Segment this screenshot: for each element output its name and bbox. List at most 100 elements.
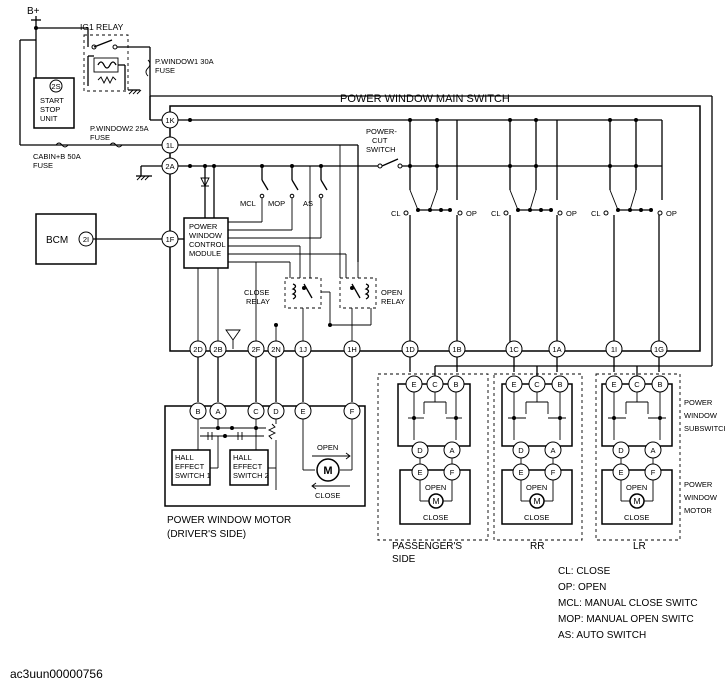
lr-assembly: E C B D A E F M OPEN CLOSE LR [595, 373, 681, 552]
svg-text:2F: 2F [252, 345, 261, 354]
rr-assembly: E C B D A E F M OPEN CLOSE RR [493, 373, 583, 552]
svg-text:HALL: HALL [233, 453, 252, 462]
svg-text:C: C [634, 380, 640, 389]
pwindow1-fuse-label: P.WINDOW1 30A [155, 57, 214, 66]
svg-text:A: A [449, 446, 454, 455]
svg-text:OPEN: OPEN [626, 483, 647, 492]
svg-text:E: E [511, 380, 516, 389]
driver-motor-m: M [323, 465, 332, 477]
start-stop-term: 2S [51, 82, 60, 91]
svg-text:1K: 1K [165, 116, 174, 125]
svg-text:POWER: POWER [684, 398, 713, 407]
svg-text:OPEN: OPEN [317, 443, 338, 452]
bcm-unit: BCM 2I [35, 213, 163, 265]
switch-group-passenger: CL OP [391, 120, 477, 342]
svg-text:HALL: HALL [175, 453, 194, 462]
svg-text:1J: 1J [299, 345, 307, 354]
svg-text:MOTOR: MOTOR [684, 506, 712, 515]
svg-text:CLOSE: CLOSE [423, 513, 448, 522]
rr-label: RR [530, 541, 544, 552]
svg-text:FUSE: FUSE [33, 161, 53, 170]
svg-text:E: E [411, 380, 416, 389]
ig1-relay-label: IG1 RELAY [80, 22, 124, 32]
svg-text:C: C [534, 380, 540, 389]
svg-text:A: A [550, 446, 555, 455]
svg-text:E: E [300, 407, 305, 416]
svg-text:E: E [611, 380, 616, 389]
svg-text:STOP: STOP [40, 105, 60, 114]
legend-line-2: OP: OPEN [558, 582, 606, 593]
svg-text:D: D [618, 446, 624, 455]
pwindow2-fuse-label: P.WINDOW2 25A [90, 124, 149, 133]
svg-text:F: F [350, 407, 355, 416]
power-window-control-module [183, 217, 229, 269]
svg-text:CUT: CUT [372, 136, 388, 145]
svg-text:C: C [432, 380, 438, 389]
svg-text:M: M [533, 496, 540, 506]
open-relay-label: OPEN [381, 288, 402, 297]
lower-wires [197, 357, 712, 402]
svg-text:C: C [253, 407, 259, 416]
legend-line-1: CL: CLOSE [558, 566, 611, 577]
svg-text:D: D [518, 446, 524, 455]
svg-text:OPEN: OPEN [526, 483, 547, 492]
svg-text:F: F [651, 468, 656, 477]
svg-text:D: D [417, 446, 423, 455]
close-relay-label: CLOSE [244, 288, 269, 297]
svg-text:1D: 1D [405, 345, 415, 354]
lr-label: LR [633, 541, 646, 552]
svg-text:SIDE: SIDE [392, 554, 416, 565]
svg-text:1B: 1B [452, 345, 461, 354]
svg-text:E: E [618, 468, 623, 477]
legend-line-4: MOP: MANUAL OPEN SWITC [558, 614, 694, 625]
svg-text:1H: 1H [347, 345, 357, 354]
svg-text:1F: 1F [166, 235, 175, 244]
svg-text:F: F [450, 468, 455, 477]
switch-group-lr: CL OP [591, 120, 677, 342]
svg-text:SWITCH 1: SWITCH 1 [175, 471, 211, 480]
mop-label: MOP [268, 199, 285, 208]
svg-text:1L: 1L [166, 141, 174, 150]
svg-text:FUSE: FUSE [90, 133, 110, 142]
svg-text:M: M [633, 496, 640, 506]
open-relay [339, 277, 377, 309]
main-switch-bottom-terminals: 2D 2B 2F 2N 1J 1H 1D 1B 1C 1A 1I 1G [189, 340, 668, 358]
svg-text:2B: 2B [213, 345, 222, 354]
diagram-id: ac3uun00000756 [10, 667, 103, 681]
right-side-labels: POWER WINDOW SUBSWITCH POWER WINDOW MOTO… [684, 398, 725, 515]
svg-text:CONTROL: CONTROL [189, 240, 226, 249]
mcl-label: MCL [240, 199, 256, 208]
svg-text:UNIT: UNIT [40, 114, 58, 123]
main-switch-label: POWER WINDOW MAIN SWITCH [340, 93, 510, 105]
svg-text:START: START [40, 96, 64, 105]
svg-text:E: E [417, 468, 422, 477]
svg-text:2I: 2I [83, 235, 89, 244]
svg-text:1G: 1G [654, 345, 664, 354]
svg-text:OP: OP [466, 209, 477, 218]
svg-text:SWITCH: SWITCH [366, 145, 396, 154]
svg-text:B: B [657, 380, 662, 389]
power-cut-switch-label: POWER- [366, 127, 397, 136]
hall-effect-switch-2 [229, 449, 269, 486]
passenger-side-label: PASSENGER'S [392, 541, 462, 552]
svg-text:2A: 2A [165, 162, 174, 171]
svg-text:OPEN: OPEN [425, 483, 446, 492]
svg-text:RELAY: RELAY [381, 297, 405, 306]
svg-text:EFFECT: EFFECT [233, 462, 263, 471]
svg-text:B: B [557, 380, 562, 389]
main-switch-left-terminals: 1K 1L 2A 1F [161, 111, 179, 248]
bplus-label: B+ [27, 6, 40, 17]
svg-text:WINDOW: WINDOW [684, 493, 718, 502]
svg-text:OP: OP [666, 209, 677, 218]
svg-text:B: B [195, 407, 200, 416]
svg-text:WINDOW: WINDOW [189, 231, 223, 240]
svg-text:CLOSE: CLOSE [624, 513, 649, 522]
hall-effect-switch-1 [171, 449, 211, 486]
close-relay [284, 277, 322, 309]
cabin-fuse-label: CABIN+B 50A [33, 152, 81, 161]
svg-text:POWER: POWER [189, 222, 218, 231]
svg-text:1C: 1C [509, 345, 519, 354]
driver-power-window-motor: B A C D E F HALL EFFECT SWITCH 1 HALL EF… [164, 402, 366, 540]
svg-text:1A: 1A [552, 345, 561, 354]
